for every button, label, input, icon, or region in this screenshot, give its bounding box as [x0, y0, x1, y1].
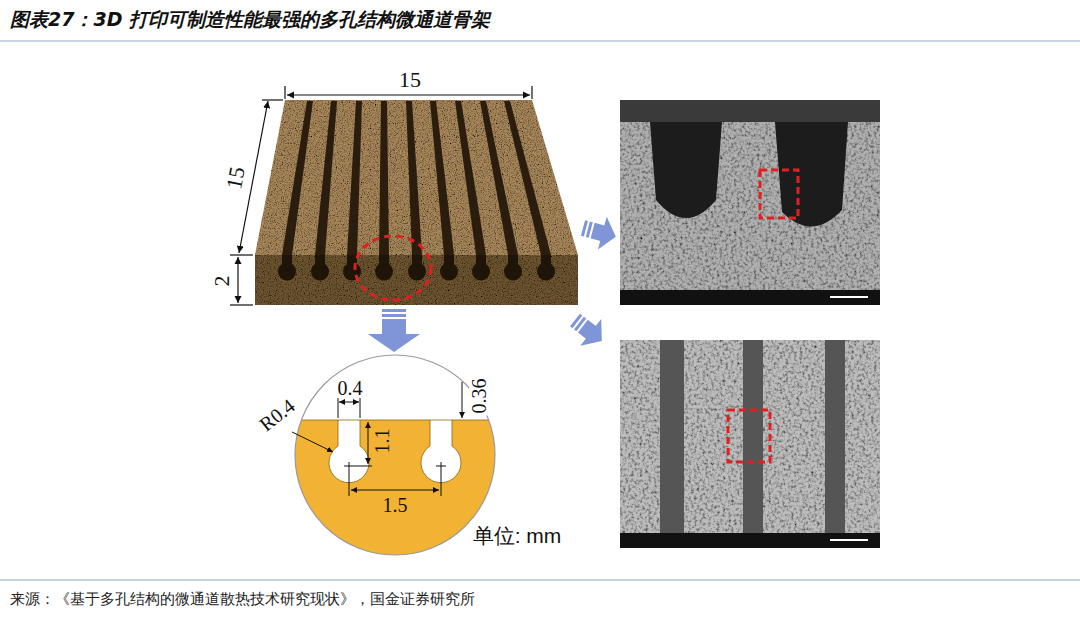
arrow-head [598, 217, 620, 253]
header-rule [0, 41, 1080, 42]
notch [343, 255, 361, 280]
dimension-text: 15 [397, 69, 423, 91]
diagonal-arrow [565, 307, 613, 355]
right-arrow [579, 212, 621, 254]
arrow-head [368, 334, 420, 352]
block-dimensions [230, 86, 532, 305]
notch [375, 255, 393, 280]
extension-line [338, 396, 339, 418]
notch [537, 255, 555, 280]
scale-bar [830, 539, 868, 541]
sem-ground [620, 100, 880, 305]
dimension-line [368, 422, 369, 464]
extension-line [360, 396, 361, 418]
arrow-head [580, 319, 612, 354]
dimension-text: 0.36 [469, 377, 489, 416]
sem-ground [620, 340, 880, 548]
sem-cross-section [620, 100, 880, 305]
groove [504, 101, 551, 255]
block-top-face [255, 100, 578, 255]
section-dimensions [292, 382, 462, 496]
groove [430, 101, 454, 255]
sem-channel [650, 122, 722, 218]
extension-line [531, 86, 532, 99]
groove [455, 101, 486, 255]
sem-info-bar [620, 290, 880, 305]
extension-line [230, 254, 253, 255]
arrow-stripe [382, 309, 406, 312]
dimension-text: 15 [223, 163, 250, 193]
notch [311, 255, 329, 280]
down-arrow [368, 309, 420, 352]
dimension-text: 2 [211, 274, 233, 289]
scale-bar [830, 296, 868, 298]
extension-line [230, 304, 253, 305]
source-note: 来源：《基于多孔结构的微通道散热技术研究现状》，国金证券研究所 [10, 592, 475, 607]
extension-line [262, 99, 283, 100]
dimension-text: 1.1 [372, 427, 392, 456]
unit-note: 单位: mm [471, 525, 564, 546]
dimension-line [237, 257, 238, 303]
focus-ellipse [355, 236, 431, 300]
dimension-line [339, 402, 359, 403]
focus-square [728, 410, 770, 462]
groove [282, 101, 313, 255]
sem-vacuum [620, 100, 880, 122]
groove [315, 101, 337, 255]
notch [440, 255, 458, 280]
dimension-text: 1.5 [381, 495, 410, 515]
dimension-text: 0.4 [336, 378, 365, 398]
groove [347, 101, 362, 255]
notch [278, 255, 296, 280]
groove [379, 101, 389, 255]
extension-line [349, 462, 350, 496]
groove [406, 101, 422, 255]
zoom-circle [295, 355, 495, 555]
dimension-line [462, 382, 463, 418]
leader-line [292, 432, 333, 452]
notch [408, 255, 426, 280]
section-edge [452, 420, 500, 421]
channel-grooves [282, 101, 551, 255]
footer-rule [0, 580, 1080, 581]
radius-text: R0.4 [254, 394, 300, 436]
section-edge [360, 420, 430, 421]
sem-channel [660, 340, 684, 533]
arrow-stripe [382, 314, 406, 317]
dimension-line [351, 490, 439, 491]
sem-channel [825, 340, 845, 533]
sem-info-bar [620, 533, 880, 548]
sem-top-view [620, 340, 880, 548]
channel-notches [278, 255, 555, 280]
extension-line [284, 86, 285, 99]
figure-title: 图表27：3D 打印可制造性能最强的多孔结构微通道骨架 [10, 10, 490, 29]
extension-line [354, 466, 372, 467]
sem-channel [775, 122, 848, 227]
dimension-line [287, 94, 530, 95]
arrow-body [382, 319, 406, 334]
extension-line [441, 462, 442, 496]
sem-channel [743, 340, 763, 533]
block-front-face [255, 255, 578, 305]
focus-square [760, 170, 798, 218]
notch [472, 255, 490, 280]
notch [504, 255, 522, 280]
section-edge [290, 420, 338, 421]
